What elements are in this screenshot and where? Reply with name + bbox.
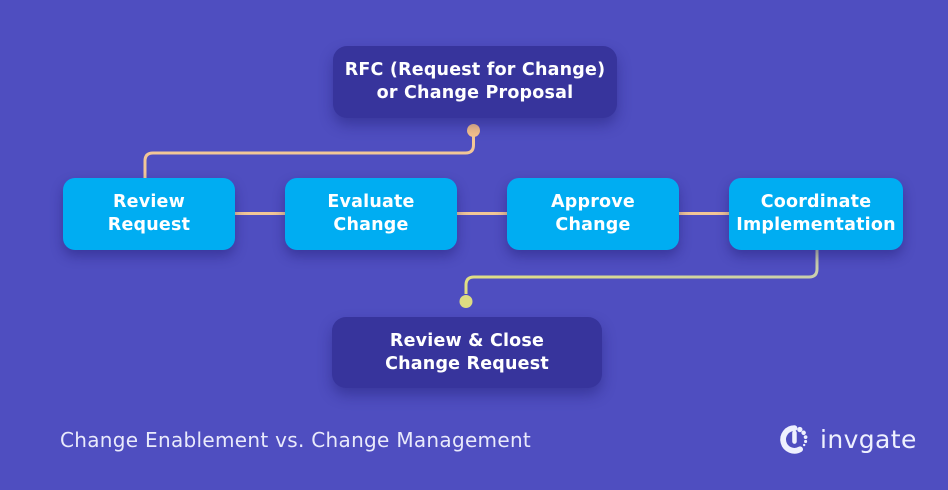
end-node-line1: Review & Close — [389, 330, 545, 351]
step-label-line: Coordinate — [760, 192, 872, 212]
end-node-review-close: Review & Close Change Request — [332, 317, 602, 388]
step-label-line: Approve — [551, 192, 635, 212]
start-node-rfc: RFC (Request for Change) or Change Propo… — [333, 46, 617, 118]
step-label-line: Review — [113, 192, 185, 212]
start-node-line2: or Change Proposal — [376, 83, 574, 103]
step-label-line: Change — [333, 215, 409, 235]
diagram-caption: Change Enablement vs. Change Management — [60, 428, 532, 452]
step-label-line: Change — [555, 215, 631, 235]
step-label-line: Request — [107, 215, 191, 235]
invgate-logo: invgate — [778, 422, 917, 457]
connector-dot-end — [459, 295, 473, 308]
invgate-circle-icon — [780, 425, 808, 454]
step-node-review-request: Review Request — [63, 178, 235, 250]
end-node-line2: Change Request — [385, 353, 549, 374]
step-node-coordinate-implementation: Coordinate Implementation — [729, 178, 903, 250]
step-label-line: Evaluate — [327, 192, 415, 212]
connector-dot-start — [467, 124, 480, 137]
invgate-wordmark: invgate — [820, 425, 917, 454]
connector-start-to-review — [143, 136, 475, 180]
connector-coordinate-to-close — [464, 249, 819, 294]
start-node-line1: RFC (Request for Change) — [344, 60, 606, 80]
step-node-evaluate-change: Evaluate Change — [285, 178, 457, 250]
step-node-approve-change: Approve Change — [507, 178, 679, 250]
step-label-line: Implementation — [736, 215, 896, 235]
